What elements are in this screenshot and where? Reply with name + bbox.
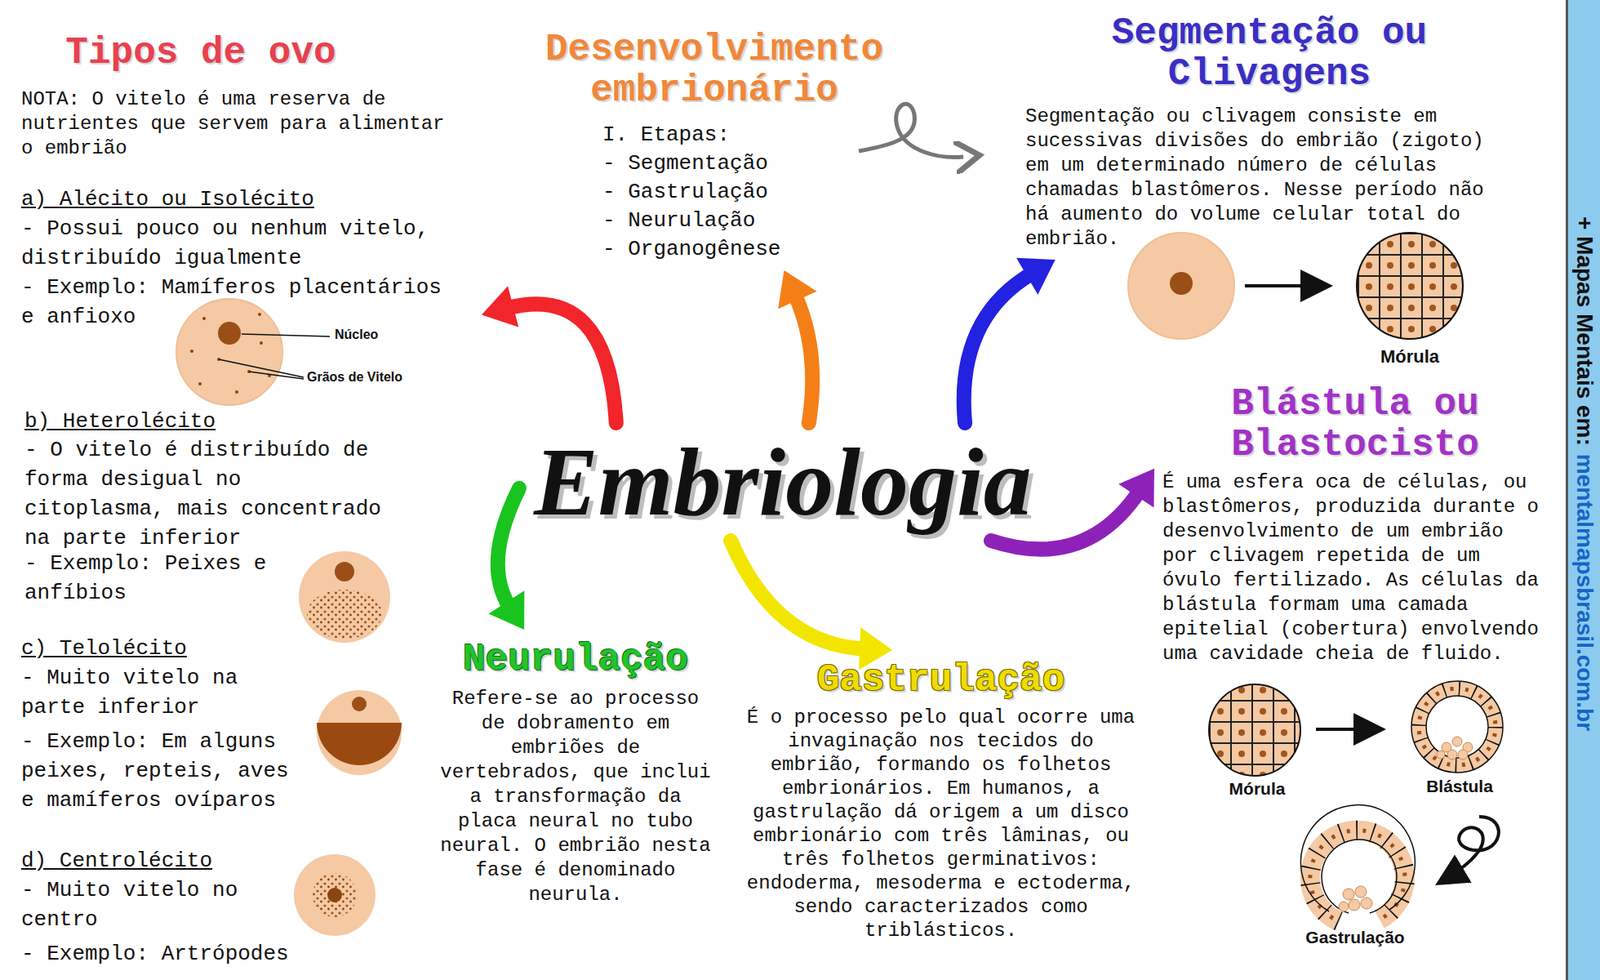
arrow-line [795,293,814,423]
connector-arrow [730,540,893,670]
item-heading: c) Telolécito [21,633,267,663]
figure-label: Mórula [1229,778,1286,799]
connector-arrow [964,257,1056,423]
arrow-head [1118,468,1155,508]
item-text: - Muito vitelo no centro [21,875,267,934]
list-heading: I. Etapas: [602,120,898,150]
section-text: É uma esfera oca de células, ou blastôme… [1162,470,1551,667]
arrow-head [481,285,519,327]
figure-label: Gastrulação [1305,927,1405,947]
callout-label: Núcleo [334,327,378,343]
figure-label: Mórula [1380,346,1440,368]
item-text: - Exemplo: Artrópodes [21,938,332,969]
list-item: - Gastrulação [602,177,898,207]
arrow-head [488,590,525,630]
section-heading: Gastrulação [738,653,1143,701]
section-text: Segmentação ou clivagem consiste em suce… [1025,104,1499,252]
topic-egg-types: Tipos de ovoNOTA: O vitelo é uma reserva… [19,32,477,974]
figure-label: Blástula [1426,776,1494,796]
item-text: - Possui pouco ou nenhum vitelo, distrib… [21,213,446,273]
section-text: Refere-se ao processo de dobramento em e… [435,686,717,907]
arrow-line [497,488,520,608]
item-text: - O vitelo é distribuído de forma desigu… [24,435,391,553]
main-title: Embriologia [522,426,1044,539]
topic-blastula: Blástula ou BlastocistoÉ uma esfera oca … [1159,383,1552,667]
item-heading: b) Heterolécito [24,406,391,436]
section-text: É o processo pelo qual ocorre uma invagi… [745,705,1138,943]
connector-arrow [777,270,817,423]
note-text: NOTA: O vitelo é uma reserva de nutrient… [21,87,467,161]
section-heading: Blástula ou Blastocisto [1159,383,1552,466]
arrow-line [730,540,867,649]
item-text: - Exemplo: Peixes e anfíbios [24,548,286,608]
list-item: - Organogênese [602,235,898,264]
arrow-line [964,272,1033,423]
item-text: - Exemplo: Em alguns peixes, repteis, av… [21,726,299,815]
watermark-text: + Mapas Mentais em: [1572,216,1598,446]
arrow-head [777,270,817,309]
arrow-line [506,303,617,423]
section-heading: Neurulação [424,632,727,680]
topic-gastrulation: GastrulaçãoÉ o processo pelo qual ocorre… [738,653,1143,943]
topic-development: Desenvolvimento embrionário I. Etapas:- S… [530,29,898,264]
connector-arrow [481,285,617,423]
topic-neurulation: NeurulaçãoRefere-se ao processo de dobra… [424,632,727,907]
section-heading: Tipos de ovo [62,32,340,74]
item-text: - Muito vitelo na parte inferior [21,662,258,722]
connector-arrow [488,488,525,630]
watermark-text: mentalmapsbrasil.com.br [1572,453,1598,731]
list-item: - Segmentação [602,149,898,178]
arrow-head [1016,257,1056,295]
section-heading: Segmentação ou Clivagens [1020,13,1519,95]
item-heading: d) Centrolécito [21,845,267,876]
side-banner: + Mapas Mentais em: mentalmapsbrasil.com.… [1568,138,1600,809]
item-text: - Exemplo: Mamíferos placentários e anfi… [21,272,450,332]
central-title: Embriologia [522,426,1044,539]
topic-segmentation: Segmentação ou ClivagensSegmentação ou c… [1020,13,1519,252]
callout-label: Grãos de Vitelo [306,369,403,385]
item-heading: a) Alécito ou Isolécito [21,184,446,214]
section-heading: Desenvolvimento embrionário [530,29,898,112]
list-item: - Neurulação [602,206,898,236]
